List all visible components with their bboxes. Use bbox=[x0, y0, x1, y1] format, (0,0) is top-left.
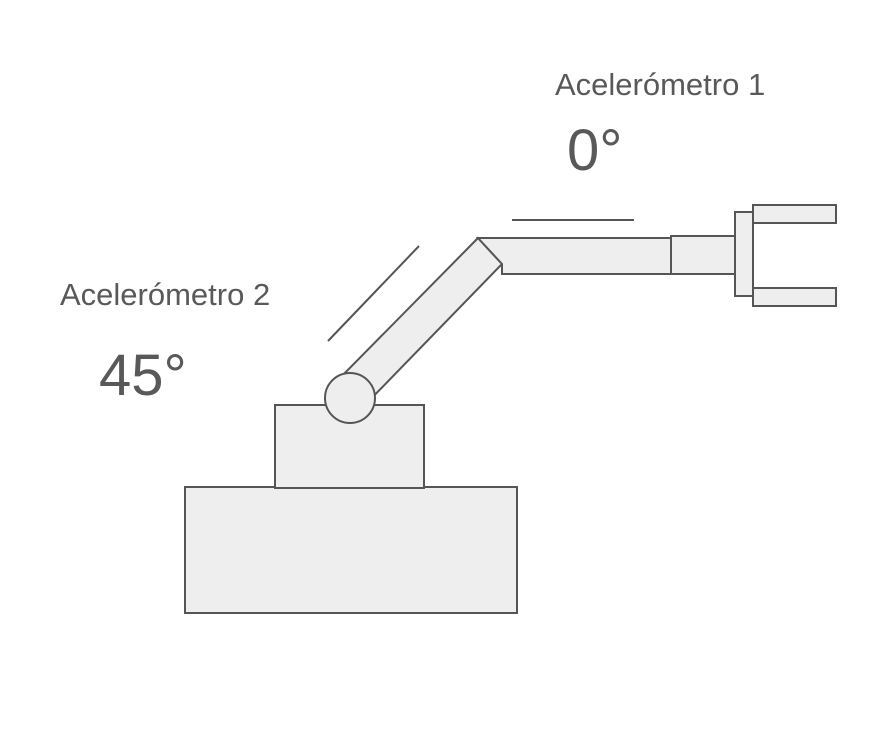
accelerometer-1-angle: 0° bbox=[567, 118, 622, 183]
upper-link bbox=[475, 237, 672, 275]
accelerometer-2-label: Acelerómetro 2 bbox=[60, 277, 270, 312]
shoulder-joint bbox=[324, 372, 376, 424]
gripper-finger-top bbox=[752, 204, 837, 224]
wrist bbox=[670, 235, 736, 275]
accelerometer-2-angle: 45° bbox=[99, 343, 187, 408]
accelerometer-1-label: Acelerómetro 1 bbox=[555, 67, 765, 102]
gripper-plate bbox=[734, 211, 754, 297]
arm-base bbox=[184, 486, 518, 614]
gripper-finger-bottom bbox=[752, 287, 837, 307]
accelerometer-2-marker bbox=[327, 245, 420, 342]
